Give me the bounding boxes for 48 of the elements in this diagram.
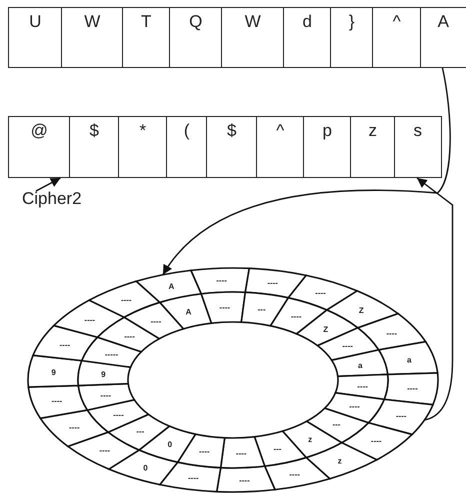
cipher-cell: } [330, 7, 374, 68]
wheel-segment: ---- [40, 409, 109, 448]
cipher-cell: @ [8, 116, 70, 178]
cipher-cell: * [118, 116, 168, 178]
cipher-cell: U [8, 7, 62, 68]
wheel-segment: ---- [368, 398, 434, 436]
wheel-segment: ---- [159, 461, 222, 492]
wheel-segment: ---- [244, 268, 307, 299]
cipher-label: Cipher2 [22, 189, 82, 209]
arrow [36, 177, 61, 192]
wheel-segment: ---- [28, 384, 88, 420]
wheel-segment: ---- [264, 456, 331, 490]
wheel-segment: ---- [200, 291, 246, 324]
cipher-cell: A [420, 7, 466, 68]
cipher-cell: $ [206, 116, 258, 178]
wheel-segment: ---- [220, 436, 266, 469]
wheel-segment: ---- [32, 324, 98, 362]
wheel-segment: ---- [53, 299, 126, 338]
wheel-segment: --- [254, 430, 307, 467]
cipher-cell: z [350, 116, 396, 178]
wheel-segment: 0 [108, 449, 178, 486]
cipher-cell: Q [169, 7, 222, 68]
wheel-segment: ---- [288, 274, 358, 311]
wheel-segment: z [305, 442, 378, 480]
arrow [416, 177, 454, 421]
wheel-segment: ---- [88, 280, 161, 318]
wheel-segment: ---- [67, 431, 140, 470]
wheel-segment: a [330, 349, 388, 378]
cipher-cell: W [221, 7, 284, 68]
cipher-cell: ^ [256, 116, 304, 178]
wheel-segment: 9 [77, 360, 132, 386]
wheel-segment: ---- [357, 312, 426, 351]
cipher-cell: ^ [372, 7, 422, 68]
cipher-cell: d [283, 7, 332, 68]
cipher-cell: T [122, 7, 170, 68]
cipher-cell: $ [69, 116, 120, 178]
arrow [162, 68, 451, 276]
cipher-cell: p [303, 116, 352, 178]
wheel-segment: --- [240, 291, 290, 327]
wheel-segment: ---- [334, 374, 389, 400]
cipher-cell: ( [166, 116, 208, 178]
wheel-segment: a [378, 340, 438, 376]
cipher-cell: s [394, 116, 442, 178]
wheel-segment: ---- [340, 422, 413, 461]
cipher-cell: W [61, 7, 124, 68]
wheel-segment: ---- [78, 382, 136, 411]
wheel-segment: ---- [176, 433, 226, 469]
wheel-segment: ---- [324, 392, 385, 424]
